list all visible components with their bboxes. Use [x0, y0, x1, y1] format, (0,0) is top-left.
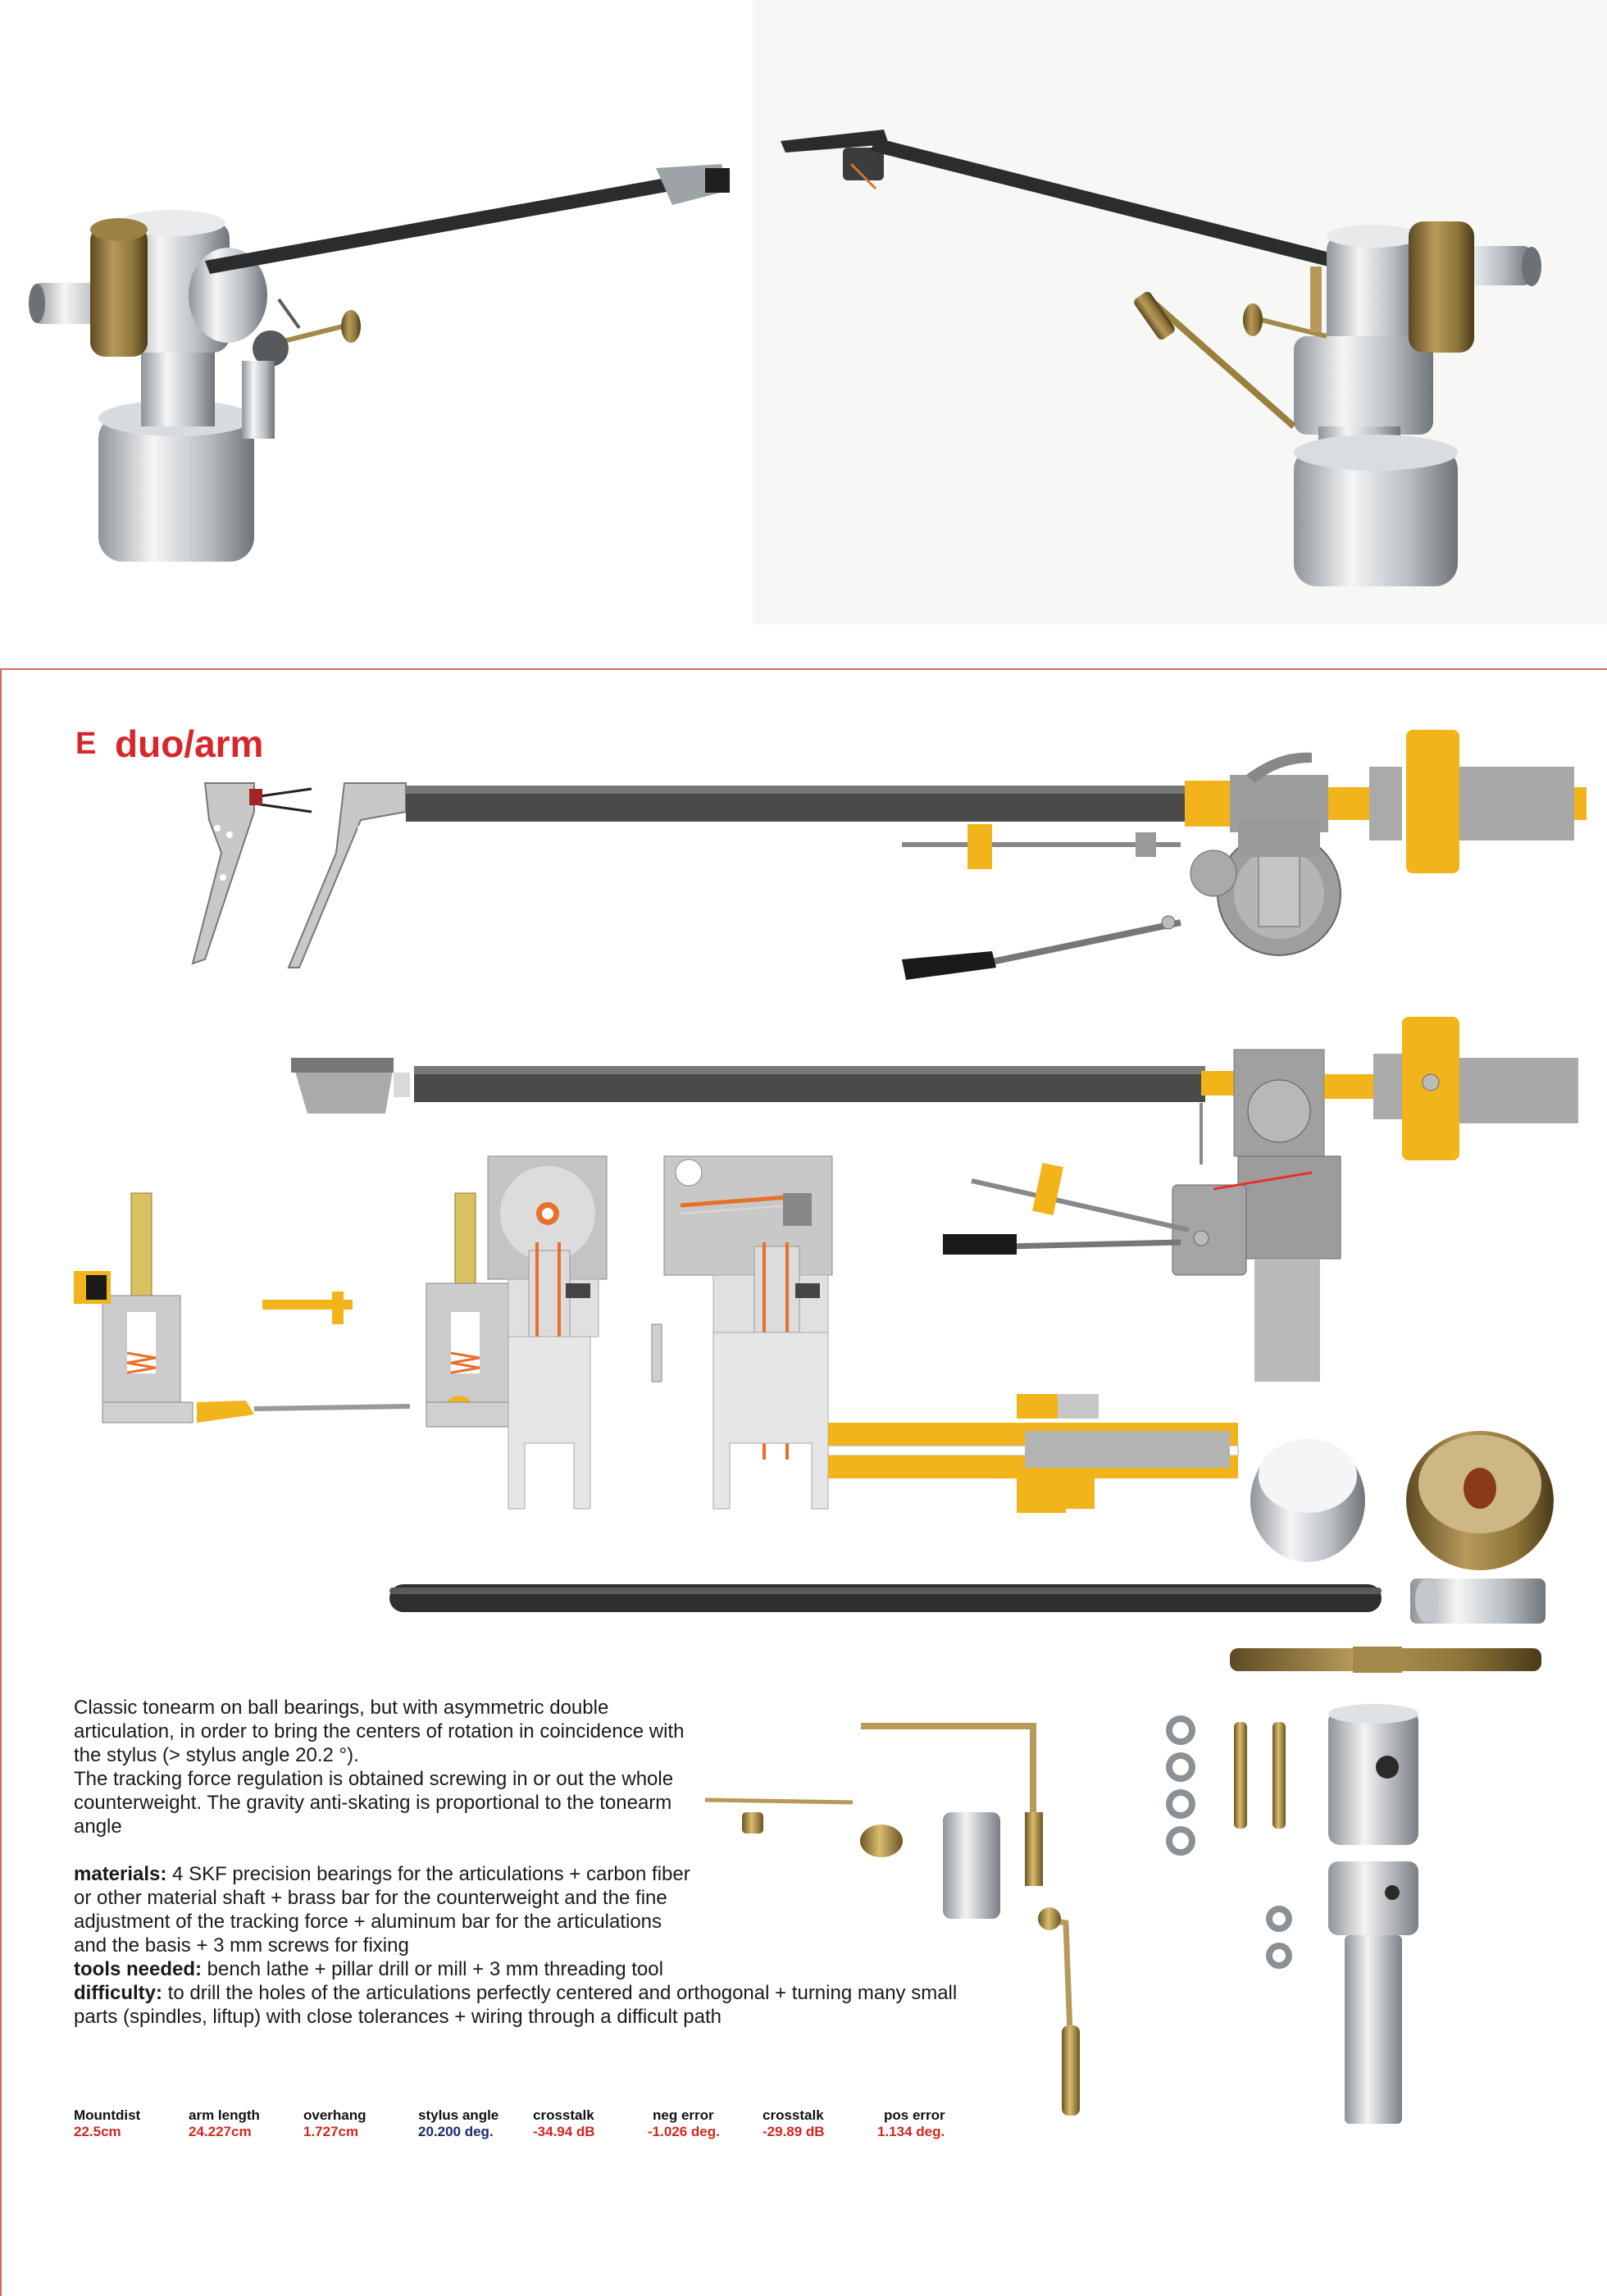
tonearm-photo-left-image	[29, 164, 730, 562]
description-block: Classic tonearm on ball bearings, but wi…	[74, 1696, 1008, 2029]
frame-left-line	[0, 668, 2, 2296]
liftup-section-1	[74, 1192, 411, 1424]
materials-paragraph: materials: 4 SKF precision bearings for …	[74, 1862, 697, 1957]
technical-drawings	[74, 730, 1587, 1673]
spec-value: 20.200 deg.	[418, 2124, 494, 2139]
liftup-section-2	[262, 1192, 509, 1428]
difficulty-paragraph: difficulty: to drill the holes of the ar…	[74, 1981, 1000, 2029]
spec-label: neg error	[653, 2107, 714, 2123]
spec-value: -1.026 deg.	[648, 2124, 720, 2139]
spec-mountdist: Mountdist 22.5cm	[74, 2107, 140, 2140]
spec-neg-error: neg error -1.026 deg.	[648, 2107, 720, 2140]
description-tracking: The tracking force regulation is obtaine…	[74, 1768, 674, 1838]
materials-text: 4 SKF precision bearings for the articul…	[74, 1863, 690, 1957]
spec-value: 22.5cm	[74, 2124, 121, 2139]
spec-stylus-angle: stylus angle 20.200 deg.	[418, 2107, 498, 2140]
spec-value: 1.727cm	[303, 2124, 359, 2139]
tools-label: tools needed:	[74, 1958, 203, 1980]
antiskate-assembly	[827, 1394, 1239, 1513]
counterweight-parts	[1250, 1431, 1554, 1570]
spec-overhang: overhang 1.727cm	[303, 2107, 366, 2140]
spec-label: crosstalk	[533, 2107, 594, 2123]
tools-paragraph: tools needed: bench lathe + pillar drill…	[74, 1957, 697, 1981]
spec-label: arm length	[189, 2107, 260, 2123]
difficulty-label: difficulty:	[74, 1982, 162, 2004]
page-title: duo/arm	[115, 722, 264, 765]
arm-side-view-bottom	[291, 1017, 1578, 1382]
spec-crosstalk-pos: crosstalk -29.89 dB	[763, 2107, 825, 2140]
section-letter: E	[75, 727, 97, 761]
spec-label: stylus angle	[418, 2107, 499, 2123]
tonearm-photo-right	[753, 0, 1607, 625]
spec-value: 1.134 deg.	[877, 2124, 945, 2139]
spec-label: Mountdist	[74, 2107, 141, 2123]
bearing-section-1	[487, 1155, 608, 1510]
spec-label: crosstalk	[763, 2107, 824, 2123]
spec-arm-length: arm length 24.227cm	[189, 2107, 260, 2140]
description-intro: Classic tonearm on ball bearings, but wi…	[74, 1697, 685, 1766]
tonearm-photo-right-image	[781, 130, 1541, 586]
spec-value: -34.94 dB	[533, 2124, 595, 2139]
bearing-section-2	[651, 1155, 833, 1510]
arm-side-view-top	[406, 730, 1587, 980]
spec-value: -29.89 dB	[763, 2124, 825, 2139]
tools-text: bench lathe + pillar drill or mill + 3 m…	[202, 1958, 663, 1980]
headshell-drawing-1	[191, 782, 312, 965]
spec-crosstalk-neg: crosstalk -34.94 dB	[533, 2107, 595, 2140]
parts-photos	[704, 1704, 1418, 2124]
frame-top-line	[0, 668, 1607, 670]
materials-label: materials:	[74, 1863, 167, 1885]
spec-label: overhang	[303, 2107, 366, 2123]
difficulty-text: to drill the holes of the articulations …	[74, 1982, 958, 2028]
brass-screw-and-sleeve	[1230, 1578, 1546, 1673]
spec-label: pos error	[884, 2107, 945, 2123]
photo-strip	[0, 0, 1607, 625]
spec-pos-error: pos error 1.134 deg.	[877, 2107, 945, 2140]
spec-value: 24.227cm	[189, 2124, 252, 2139]
tonearm-photo-left	[0, 0, 753, 625]
